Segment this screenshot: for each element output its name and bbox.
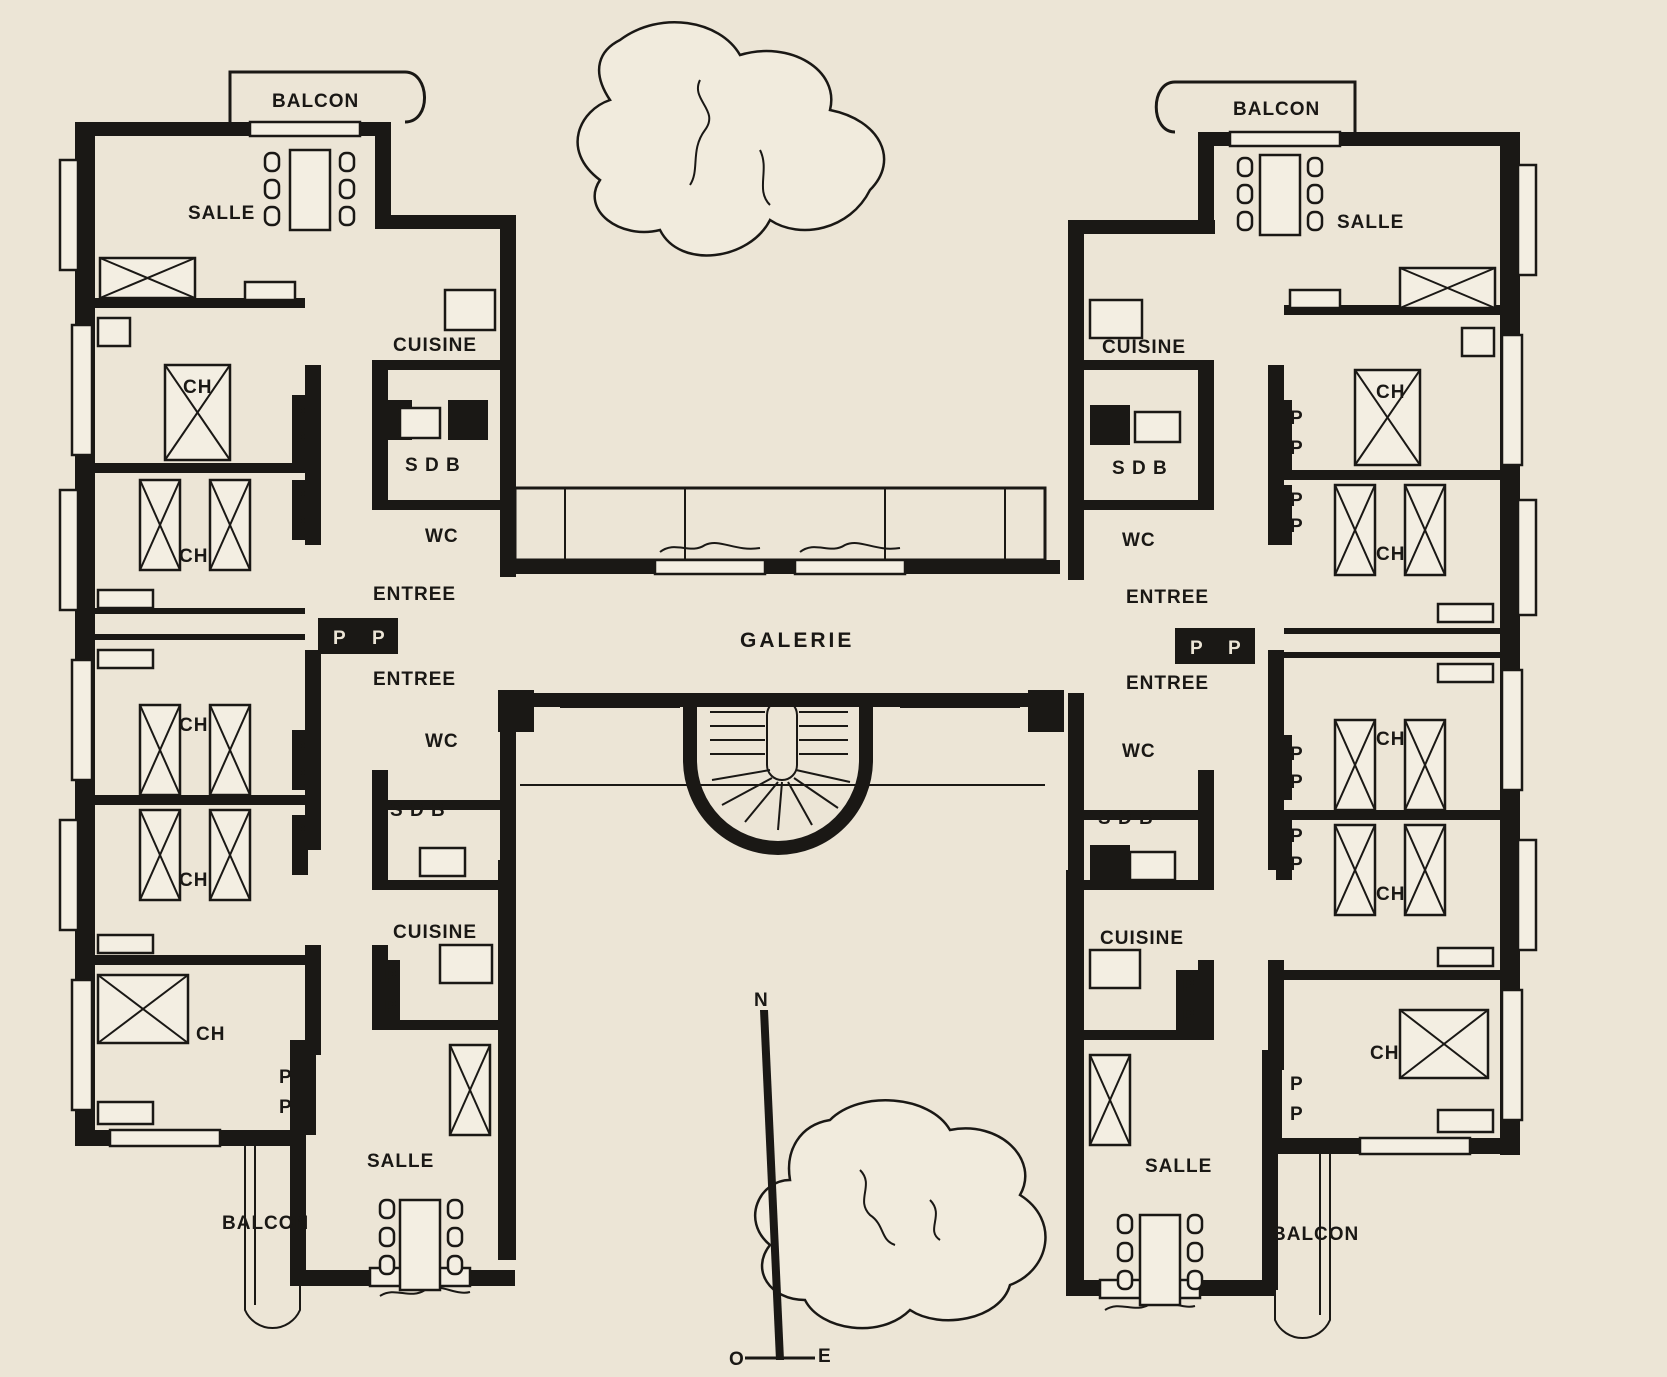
left-wing-furniture	[96, 148, 497, 1292]
right-wing-furniture	[1088, 153, 1497, 1307]
placard-label: P	[384, 997, 398, 1018]
label-ch-left-4: CH	[179, 870, 208, 891]
compass-east-label: E	[818, 1346, 832, 1367]
label-cuisine-left-bottom: CUISINE	[393, 922, 477, 943]
placard-label: P	[1190, 638, 1204, 659]
label-sdb-left-bottom: S D B	[390, 800, 446, 821]
right-balconies	[1154, 80, 1357, 1340]
placard-label: P	[1290, 408, 1304, 429]
placard-label: P	[384, 967, 398, 988]
placard-blocks	[318, 618, 1255, 664]
left-balconies	[228, 70, 426, 1330]
label-cuisine-left-top: CUISINE	[393, 335, 477, 356]
label-ch-left-5: CH	[196, 1024, 225, 1045]
label-balcon-right-top: BALCON	[1233, 99, 1320, 120]
compass	[745, 1010, 815, 1360]
label-galerie: GALERIE	[740, 629, 854, 652]
label-salle-left-bottom: SALLE	[367, 1151, 434, 1172]
label-entree-right-bottom: ENTREE	[1126, 673, 1209, 694]
placard-label: P	[293, 739, 307, 760]
placard-label: P	[293, 430, 307, 451]
label-ch-left-2: CH	[179, 546, 208, 567]
label-ch-right-4: CH	[1376, 884, 1405, 905]
label-ch-left-1: CH	[183, 377, 212, 398]
label-ch-right-1: CH	[1376, 382, 1405, 403]
placard-label: P	[1290, 826, 1304, 847]
compass-north-label: N	[754, 990, 769, 1011]
label-entree-left-top: ENTREE	[373, 584, 456, 605]
label-ch-right-5: CH	[1370, 1043, 1399, 1064]
placard-label: P	[1290, 1104, 1304, 1125]
placard-label: P	[1290, 438, 1304, 459]
placard-label: P	[1290, 744, 1304, 765]
placard-labels: P P P P P P P P P P P P P P P P P P P P …	[279, 404, 1304, 1125]
label-ch-right-2: CH	[1376, 544, 1405, 565]
right-wing-windows	[1098, 130, 1538, 1311]
placard-label: P	[1182, 1006, 1196, 1027]
label-sdb-left-top: S D B	[405, 455, 461, 476]
tree-north	[576, 21, 886, 257]
label-cuisine-right-bottom: CUISINE	[1100, 928, 1184, 949]
compass-west-label: O	[729, 1349, 745, 1370]
label-wc-right-top: WC	[1122, 530, 1156, 551]
label-wc-left-top: WC	[425, 526, 459, 547]
placard-label: P	[293, 404, 307, 425]
label-cuisine-right-top: CUISINE	[1102, 337, 1186, 358]
placard-label: P	[1290, 772, 1304, 793]
label-sdb-right-bottom: S D B	[1098, 808, 1154, 829]
label-salle-right-bottom: SALLE	[1145, 1156, 1212, 1177]
label-salle-left-top: SALLE	[188, 203, 255, 224]
placard-label: P	[372, 628, 386, 649]
placard-label: P	[1182, 976, 1196, 997]
label-wc-left-bottom: WC	[425, 731, 459, 752]
tree-south	[753, 1099, 1047, 1330]
placard-label: P	[293, 848, 307, 869]
left-wing-windows	[58, 120, 472, 1297]
staircase	[683, 695, 873, 855]
label-balcon-left-top: BALCON	[272, 91, 359, 112]
placard-label: P	[279, 1067, 293, 1088]
label-entree-right-top: ENTREE	[1126, 587, 1209, 608]
placard-label: P	[1290, 854, 1304, 875]
label-balcon-right-bottom: BALCON	[1272, 1224, 1359, 1245]
placard-label: P	[333, 628, 347, 649]
placard-label: P	[1290, 516, 1304, 537]
label-ch-right-3: CH	[1376, 729, 1405, 750]
label-ch-left-3: CH	[179, 715, 208, 736]
label-salle-right-top: SALLE	[1337, 212, 1404, 233]
placard-label: P	[293, 487, 307, 508]
placard-label: P	[293, 766, 307, 787]
placard-label: P	[293, 514, 307, 535]
label-entree-left-bottom: ENTREE	[373, 669, 456, 690]
label-balcon-left-bottom: BALCON	[222, 1213, 309, 1234]
placard-label: P	[1290, 1074, 1304, 1095]
placard-label: P	[1290, 490, 1304, 511]
placard-label: P	[1228, 638, 1242, 659]
label-sdb-right-top: S D B	[1112, 458, 1168, 479]
placard-label: P	[279, 1097, 293, 1118]
label-wc-right-bottom: WC	[1122, 741, 1156, 762]
placard-label: P	[293, 822, 307, 843]
right-wing-walls	[1066, 132, 1520, 1296]
